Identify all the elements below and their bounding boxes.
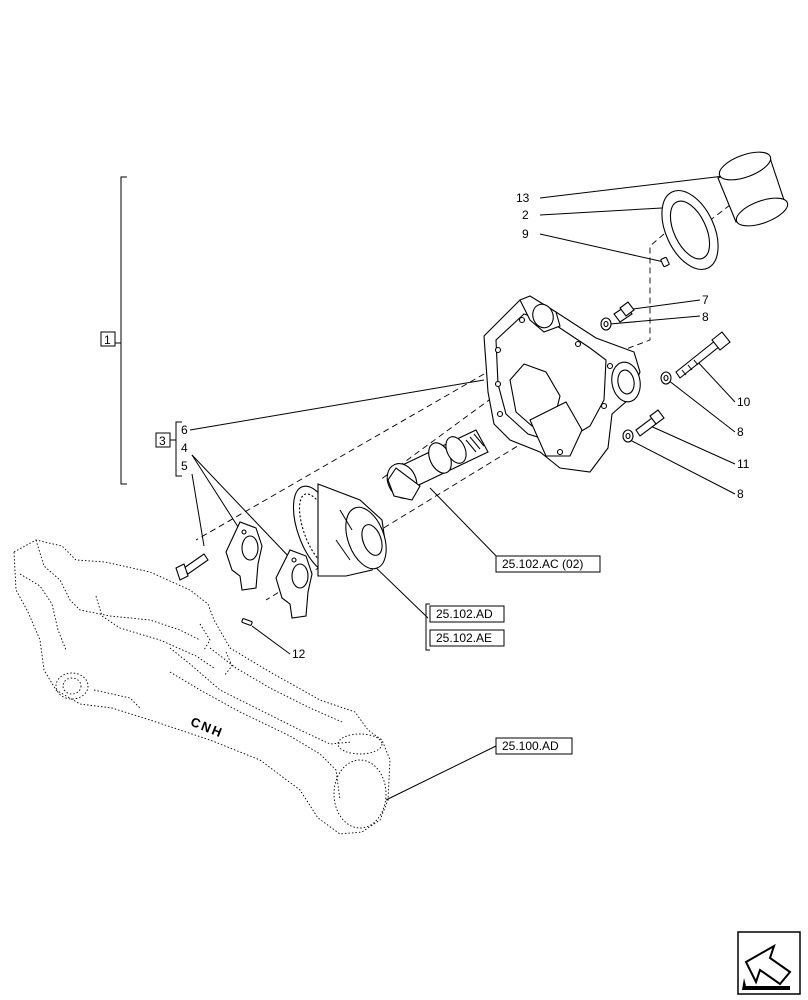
callout-8-lower: 8 (737, 487, 744, 501)
callout-11: 11 (737, 457, 750, 471)
bearing-cap-left (225, 521, 263, 591)
callout-3: 3 (159, 434, 166, 448)
sleeve-part (717, 151, 789, 227)
bolt-7 (613, 301, 635, 323)
reference-text[interactable]: 25.102.AC (02) (502, 557, 583, 571)
assembly-axes (195, 204, 731, 601)
reference-text[interactable]: 25.102.AE (436, 631, 492, 645)
cnh-casting-mark: CNH (188, 714, 225, 741)
washer-8c (622, 429, 634, 443)
reference-25-102-ad[interactable]: 25.102.AD (429, 605, 505, 623)
callout-1: 1 (104, 333, 111, 347)
differential-housing (483, 295, 641, 473)
callout-2: 2 (522, 208, 529, 222)
pinion-shaft (386, 429, 489, 501)
callout-13: 13 (516, 191, 530, 205)
axle-beam: CNH (13, 539, 391, 835)
reference-text[interactable]: 25.102.AD (436, 607, 493, 621)
callout-8-upper: 8 (702, 310, 709, 324)
bolt-5 (175, 553, 209, 581)
callout-4: 4 (181, 441, 188, 455)
seal-ring-part (661, 190, 719, 270)
callout-7: 7 (702, 293, 709, 307)
callout-9: 9 (522, 227, 529, 241)
callout-10: 10 (737, 395, 751, 409)
reference-25-102-ac-02[interactable]: 25.102.AC (02) (495, 555, 601, 573)
callout-6: 6 (181, 423, 188, 437)
washer-8a (600, 317, 612, 331)
pin-12 (241, 618, 253, 626)
arrow-next-page-icon[interactable] (737, 931, 801, 995)
callout-12: 12 (292, 647, 306, 661)
leader-lines (189, 175, 736, 801)
bearing-cap-right (275, 549, 313, 619)
reference-25-102-ae[interactable]: 25.102.AE (429, 629, 505, 647)
washer-8b (660, 371, 672, 385)
pin-part (660, 256, 670, 268)
callout-5: 5 (181, 459, 188, 473)
group-bracket-3: 3 6 4 5 (155, 421, 188, 477)
callout-labels: 13 2 9 7 8 10 8 11 8 12 (292, 191, 751, 661)
reference-25-100-ad[interactable]: 25.100.AD (495, 737, 573, 755)
reference-text[interactable]: 25.100.AD (502, 739, 559, 753)
callout-8-middle: 8 (737, 425, 744, 439)
reference-bracket-ad-ae (425, 603, 430, 651)
long-bolt-10 (675, 331, 731, 379)
differential-carrier (292, 483, 387, 577)
group-bracket-1: 1 (100, 176, 127, 485)
bolt-11 (635, 409, 665, 437)
